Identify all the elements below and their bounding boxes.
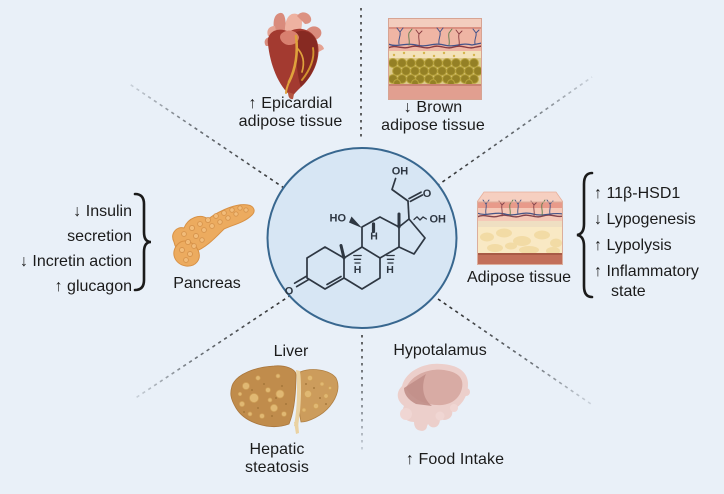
- liver-icon: [230, 365, 339, 434]
- adipose-effect-line: ↓ Lypogenesis: [594, 211, 696, 228]
- adipose-effect-line: ↑ Lypolysis: [594, 237, 672, 254]
- pancreas-brace: [133, 192, 152, 292]
- brown-adipose-caption-line1: ↓ Brown: [403, 99, 463, 116]
- heart-caption-line2: adipose tissue: [238, 113, 343, 130]
- adipose-tissue-icon: [477, 191, 563, 265]
- liver-caption-line2: steatosis: [244, 459, 310, 476]
- molecule-label-ho: HO: [330, 213, 347, 225]
- molecule-label-oh-top: OH: [392, 166, 409, 178]
- liver-caption-line1: Hepatic: [249, 441, 305, 458]
- adipose-effects-list: ↑ 11β-HSD1 ↓ Lypogenesis ↑ Lypolysis ↑ I…: [594, 184, 724, 302]
- heart-caption-line1: ↑ Epicardial: [248, 95, 333, 112]
- food-intake-caption: ↑ Food Intake: [405, 451, 505, 468]
- molecule-label-oh-right: OH: [430, 214, 447, 226]
- cortisol-molecule: OH O HO OH O H H H: [266, 147, 458, 329]
- pancreas-label: Pancreas: [173, 275, 241, 292]
- molecule-label-o-ketone: O: [285, 286, 294, 298]
- adipose-effect-line: ↑ Inflammatory: [594, 263, 699, 280]
- adipose-effect-line: ↑ 11β-HSD1: [594, 185, 681, 202]
- adipose-label: Adipose tissue: [466, 269, 572, 286]
- brown-adipose-tissue-icon: [388, 18, 482, 100]
- liver-label: Liver: [273, 343, 309, 360]
- pancreas-effect-line: ↑ glucagon: [54, 278, 132, 295]
- brown-adipose-caption: ↓ Brown adipose tissue: [372, 99, 494, 135]
- adipose-brace: [576, 171, 594, 299]
- hypothalamus-label: Hypotalamus: [393, 342, 487, 359]
- liver-caption: Hepatic steatosis: [231, 441, 323, 477]
- heart-caption: ↑ Epicardial adipose tissue: [228, 95, 353, 131]
- molecule-label-h9: H: [354, 264, 362, 276]
- molecule-label-h8: H: [370, 231, 378, 243]
- pancreas-effect-line: secretion: [67, 228, 132, 245]
- pancreas-effect-line: ↓ Incretin action: [19, 253, 132, 270]
- molecule-label-o-sidechain: O: [423, 188, 432, 200]
- molecule-label-h14: H: [386, 264, 394, 276]
- pancreas-effects-list: ↓ Insulin secretion ↓ Incretin action ↑ …: [4, 199, 132, 299]
- adipose-effect-line: state: [611, 283, 646, 300]
- brown-adipose-caption-line2: adipose tissue: [381, 117, 485, 134]
- pancreas-icon: [172, 204, 255, 267]
- heart-icon: [264, 12, 324, 100]
- hypothalamus-icon: [397, 363, 470, 431]
- pancreas-effect-line: ↓ Insulin: [73, 203, 132, 220]
